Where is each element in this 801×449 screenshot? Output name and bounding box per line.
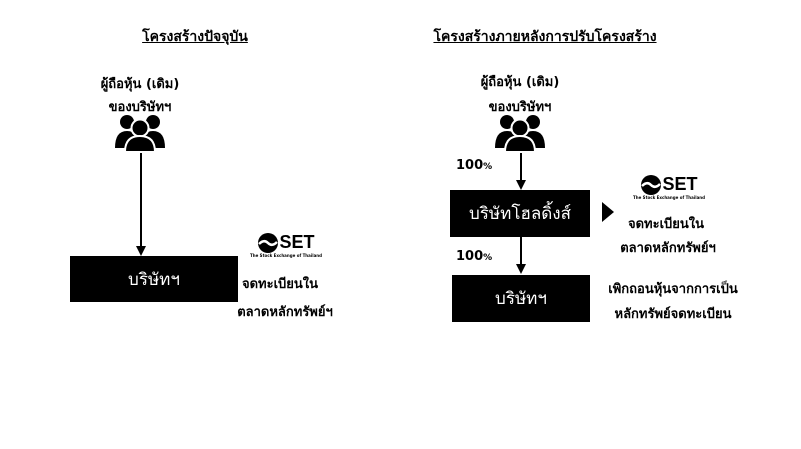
set-logo-tagline: The Stock Exchange of Thailand xyxy=(250,253,323,258)
stock-exchange-label: ตลาดหลักทรัพย์ฯ xyxy=(620,241,716,256)
set-logo-name: SET xyxy=(279,232,315,252)
percent-value: 100 xyxy=(456,249,484,264)
arrow-down-icon xyxy=(516,180,526,190)
company-box: บริษัทฯ xyxy=(70,256,238,302)
listed-label: จดทะเบียนใน xyxy=(627,217,705,232)
set-logo-mark-icon xyxy=(640,174,661,195)
percent-sign: % xyxy=(483,253,493,263)
holding-company-box: บริษัทโฮลดิ้งส์ xyxy=(450,190,590,237)
connector-line xyxy=(520,153,522,181)
ownership-percent-company: 100% xyxy=(456,249,492,264)
set-logo-tagline: The Stock Exchange of Thailand xyxy=(633,195,706,200)
post-restructure-title: โครงสร้างภายหลังการปรับโครงสร้าง xyxy=(433,29,657,45)
stock-exchange-label: ตลาดหลักทรัพย์ฯ xyxy=(237,305,333,320)
arrow-down-icon xyxy=(516,264,526,274)
delisting-label-line2: หลักทรัพย์จดทะเบียน xyxy=(614,307,732,322)
set-logo-name: SET xyxy=(662,174,698,194)
shareholders-company-label: ของบริษัทฯ xyxy=(488,100,552,115)
delisting-label-line1: เพิกถอนหุ้นจากการเป็น xyxy=(608,282,738,297)
set-logo: SET The Stock Exchange of Thailand xyxy=(633,174,705,200)
set-logo-mark-icon xyxy=(257,232,278,253)
shareholders-icon xyxy=(495,114,546,153)
set-logo: SET The Stock Exchange of Thailand xyxy=(250,232,322,258)
shareholders-label: ผู้ถือหุ้น (เดิม) xyxy=(480,75,560,90)
shareholders-icon xyxy=(115,114,166,153)
shareholders-label: ผู้ถือหุ้น (เดิม) xyxy=(100,77,180,92)
arrow-right-icon xyxy=(602,202,614,222)
listed-label: จดทะเบียนใน xyxy=(241,277,319,292)
connector-line xyxy=(520,237,522,265)
percent-sign: % xyxy=(483,162,493,172)
ownership-percent-holding: 100% xyxy=(456,158,492,173)
shareholders-company-label: ของบริษัทฯ xyxy=(108,100,172,115)
percent-value: 100 xyxy=(456,158,484,173)
current-structure-title: โครงสร้างปัจจุบัน xyxy=(142,29,248,45)
arrow-down-icon xyxy=(136,246,146,256)
company-box: บริษัทฯ xyxy=(452,275,590,322)
arrow-right-icon xyxy=(221,265,233,285)
connector-line xyxy=(140,153,142,247)
